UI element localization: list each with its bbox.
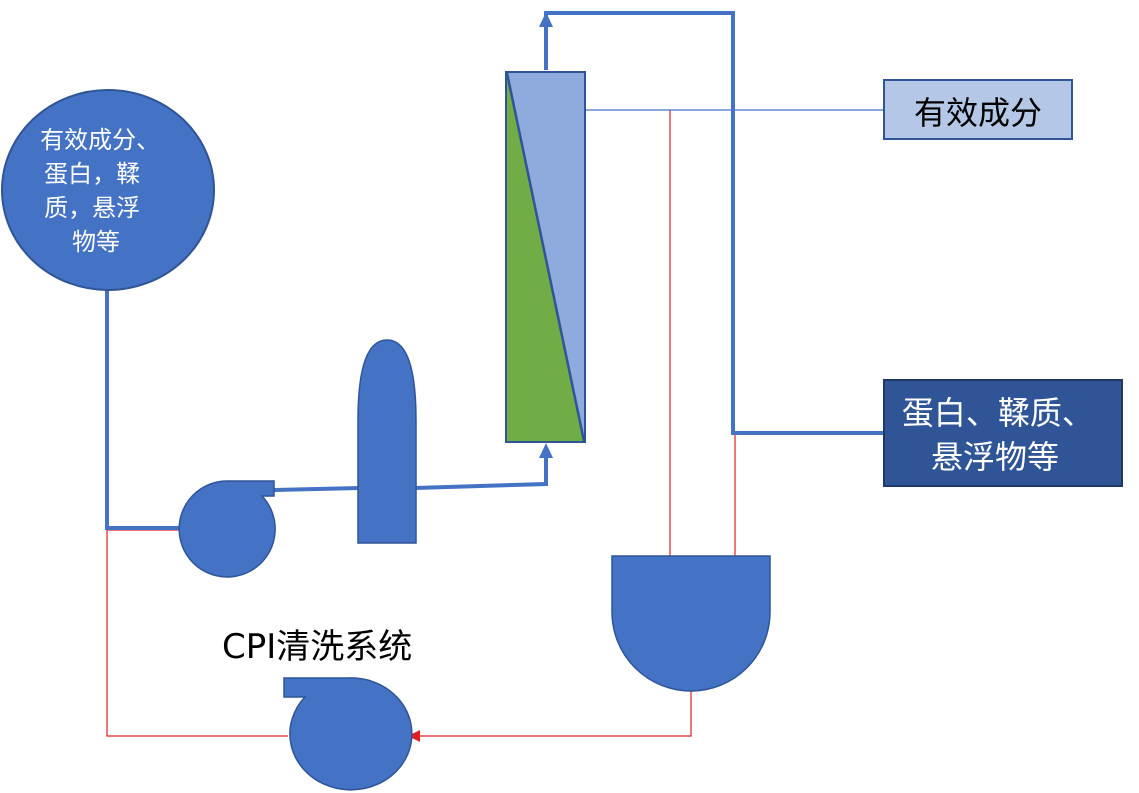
feed-line <box>105 288 180 530</box>
feed-label-line-1: 有效成分、 <box>40 126 160 154</box>
prefilter-to-membrane-line <box>414 456 548 490</box>
cleaning-line-tank-to-pump <box>412 690 692 737</box>
cleaning-arrowhead <box>408 730 420 742</box>
cleaning-system-label: CPI清洗系统 <box>222 627 412 667</box>
membrane-diagonal <box>505 72 586 442</box>
retentate-label-line-2: 悬浮物等 <box>931 438 1059 476</box>
membrane-module <box>505 71 586 443</box>
permeate-box-rect <box>883 79 1073 140</box>
pump-to-prefilter-line <box>273 486 361 492</box>
feed-label-line-2: 蛋白，鞣 <box>44 160 140 188</box>
permeate-output-box: 有效成分 <box>883 79 1073 140</box>
retentate-label-line-1: 蛋白、鞣质、 <box>902 394 1094 432</box>
membrane-outlet-arrowhead <box>539 12 553 27</box>
cleaning-pump <box>283 677 413 791</box>
feed-label-line-4: 物等 <box>72 228 120 256</box>
retentate-box-rect <box>883 379 1123 487</box>
feed-pump <box>178 480 276 578</box>
process-lines <box>105 11 886 530</box>
feed-ellipse <box>1 89 215 291</box>
retentate-output-box: 蛋白、鞣质、 悬浮物等 <box>883 379 1123 487</box>
feed-tank: 有效成分、 蛋白，鞣 质，悬浮 物等 <box>1 89 215 291</box>
svg-text:蛋白、鞣质、 悬浮物等: 蛋白、鞣质、 悬浮物等 <box>902 394 1104 476</box>
cleaning-tank <box>611 555 771 692</box>
permeate-box-label: 有效成分 <box>914 94 1042 132</box>
prefilter-vessel <box>357 339 417 544</box>
feed-pump-body <box>178 480 276 578</box>
svg-text:有效成分、 蛋白，鞣 质，悬浮: 有效成分、 蛋白，鞣 质，悬浮 物等 <box>40 126 168 256</box>
feed-label-line-3: 质，悬浮 <box>44 194 140 222</box>
retentate-line <box>544 11 886 435</box>
membrane-inlet-arrowhead <box>539 443 553 458</box>
